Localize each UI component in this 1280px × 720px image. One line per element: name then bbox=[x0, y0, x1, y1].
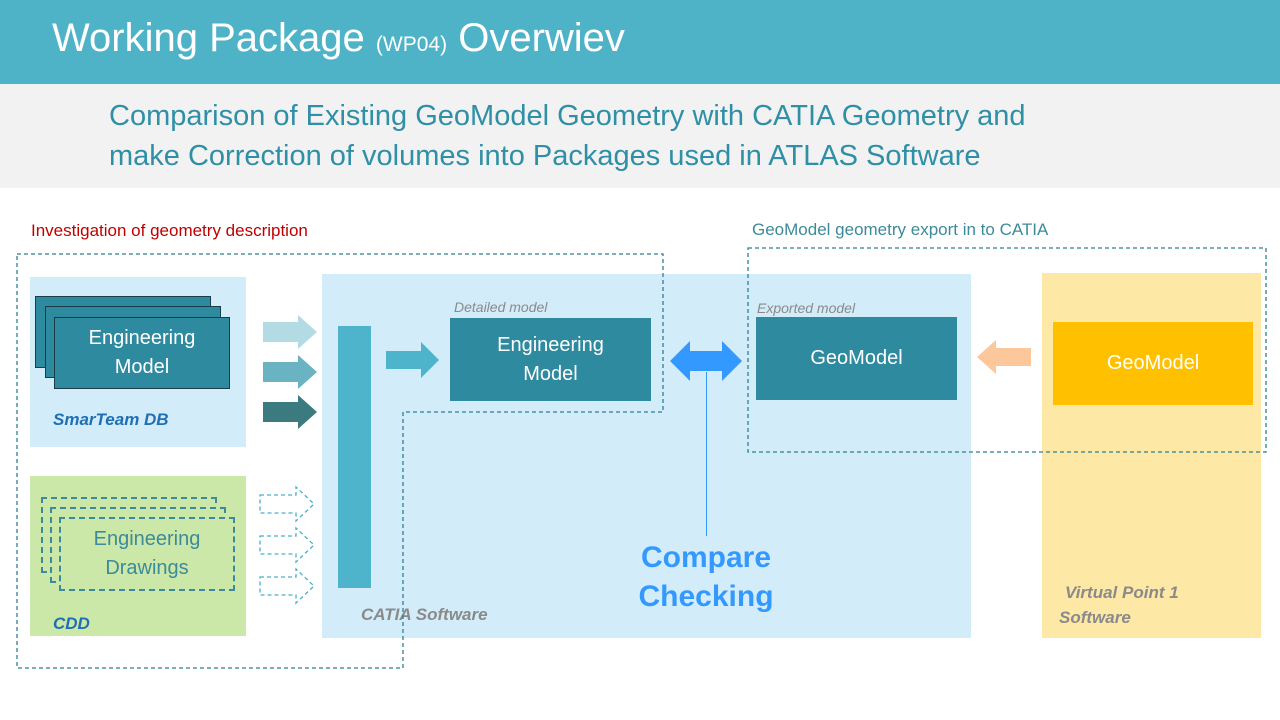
catia-eng-line-2: Model bbox=[523, 362, 578, 385]
compare-connector-line bbox=[706, 372, 707, 536]
investigation-frame bbox=[16, 253, 664, 669]
export-frame bbox=[747, 247, 1267, 453]
arrow-medium-icon bbox=[263, 355, 317, 389]
export-label: GeoModel geometry export in to CATIA bbox=[752, 220, 1049, 239]
compare-line-1: Compare bbox=[640, 541, 772, 574]
catia-label: CATIA Software bbox=[361, 605, 488, 624]
virtual-point-label-line-1: Virtual Point 1 bbox=[1065, 583, 1179, 602]
cdd-box-line-2: Drawings bbox=[105, 557, 189, 579]
arrow-dashed-3-icon bbox=[259, 567, 315, 605]
smarteam-label: SmarTeam DB bbox=[53, 410, 169, 429]
cdd-label: CDD bbox=[53, 614, 90, 633]
compare-double-arrow-icon bbox=[670, 341, 742, 381]
exported-model-caption: Exported model bbox=[757, 300, 856, 316]
smarteam-box-line-2: Model bbox=[114, 356, 170, 378]
page-title: Working Package (WP04) Overwiev bbox=[52, 16, 625, 61]
arrow-dark-icon bbox=[263, 395, 317, 429]
subtitle-line-1: Comparison of Existing GeoModel Geometry… bbox=[109, 100, 1026, 132]
title-main: Working Package bbox=[52, 16, 365, 60]
detailed-model-caption: Detailed model bbox=[454, 299, 548, 315]
geomodel-virtual-point: GeoModel bbox=[1053, 322, 1253, 405]
investigation-label: Investigation of geometry description bbox=[31, 221, 308, 240]
arrow-dashed-2-icon bbox=[259, 526, 315, 564]
catia-input-bar bbox=[338, 326, 371, 588]
smarteam-box-line-1: Engineering bbox=[88, 327, 196, 349]
arrow-to-engineering-icon bbox=[386, 342, 439, 378]
geomodel-exported: GeoModel bbox=[756, 317, 957, 400]
cdd-box-line-1: Engineering bbox=[93, 528, 201, 550]
title-bar bbox=[0, 0, 1280, 84]
arrow-light-icon bbox=[263, 315, 317, 349]
subtitle-band bbox=[0, 84, 1280, 188]
title-end: Overwiev bbox=[458, 16, 625, 60]
arrow-export-icon bbox=[977, 340, 1031, 374]
subtitle-line-2: make Correction of volumes into Packages… bbox=[109, 140, 981, 172]
virtual-point-label: Virtual Point 1 Software bbox=[1059, 580, 1179, 630]
arrow-dashed-1-icon bbox=[259, 485, 315, 523]
title-code: (WP04) bbox=[375, 33, 448, 56]
catia-eng-line-1: Engineering bbox=[497, 333, 604, 356]
virtual-point-label-line-2: Software bbox=[1059, 608, 1131, 627]
compare-line-2: Checking bbox=[638, 580, 774, 613]
